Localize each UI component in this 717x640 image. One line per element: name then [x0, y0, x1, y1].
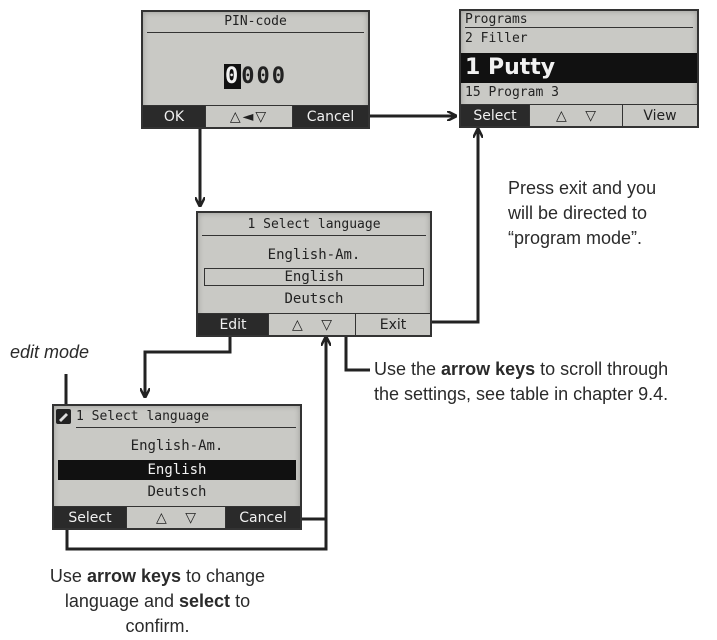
- cancel-button[interactable]: Cancel: [292, 106, 368, 127]
- change-language-bold-select: select: [179, 591, 231, 611]
- pin-digits: 000: [241, 64, 287, 89]
- arrow-exit-to-programs: [428, 130, 478, 324]
- arrow-keys-post: to scroll through the settings, see tabl…: [374, 359, 669, 404]
- view-button[interactable]: View: [622, 105, 697, 126]
- change-language-pre: Use: [49, 566, 87, 586]
- arrow-select-back-to-language: [65, 338, 326, 551]
- arrow-edit-to-edit-mode: [145, 333, 232, 396]
- language-option[interactable]: Deutsch: [147, 484, 207, 500]
- exit-annotation: Press exit and you will be directed to “…: [508, 178, 657, 248]
- exit-button[interactable]: Exit: [355, 314, 430, 335]
- change-language-annotation: Use arrow keys to change language and se…: [45, 564, 270, 639]
- arrow-keys-bold: arrow keys: [441, 359, 536, 379]
- ok-button[interactable]: OK: [143, 106, 205, 127]
- language-option-selected[interactable]: English: [58, 460, 296, 480]
- select-button[interactable]: Select: [461, 105, 529, 126]
- screen-title: 1 Select language: [76, 409, 296, 428]
- change-language-bold-arrow: arrow keys: [86, 566, 181, 586]
- language-option[interactable]: Deutsch: [284, 291, 344, 307]
- language-option[interactable]: English-Am.: [267, 247, 361, 263]
- pin-entry[interactable]: 0000: [143, 64, 368, 89]
- arrow-enter-keys[interactable]: △◄▽: [205, 106, 292, 127]
- edit-mode-icon: [56, 409, 71, 424]
- arrow-keys-pointer: [344, 336, 370, 372]
- softkey-bar: Edit △ ▽ Exit: [198, 313, 430, 335]
- programs-screen: Programs 2 Filler 1 Putty 15 Program 3 S…: [459, 9, 699, 128]
- change-language-post: to confirm.: [125, 591, 251, 636]
- cancel-button[interactable]: Cancel: [225, 507, 300, 528]
- arrow-keys[interactable]: △ ▽: [268, 314, 355, 335]
- pencil-icon: [59, 413, 68, 422]
- edit-button[interactable]: Edit: [198, 314, 268, 335]
- screen-title: PIN-code: [147, 14, 364, 33]
- softkey-bar: OK △◄▽ Cancel: [143, 105, 368, 127]
- select-language-screen: 1 Select language English-Am. English De…: [196, 211, 432, 337]
- language-option-selected[interactable]: English: [204, 268, 424, 286]
- softkey-bar: Select △ ▽ Cancel: [54, 506, 300, 528]
- program-item[interactable]: 2 Filler: [465, 31, 528, 46]
- language-option[interactable]: English-Am.: [130, 438, 224, 454]
- softkey-bar: Select △ ▽ View: [461, 104, 697, 126]
- select-button[interactable]: Select: [54, 507, 126, 528]
- arrow-keys[interactable]: △ ▽: [126, 507, 225, 528]
- program-item-selected[interactable]: 1 Putty: [461, 53, 697, 83]
- edit-mode-label: edit mode: [10, 342, 90, 362]
- arrow-keys-annotation: Use the arrow keys to scroll through the…: [374, 357, 674, 407]
- screen-title: Programs: [465, 12, 693, 28]
- edit-mode-language-screen: 1 Select language English-Am. English De…: [52, 404, 302, 530]
- change-language-mid: to change language and: [64, 566, 266, 611]
- screen-title: 1 Select language: [202, 217, 426, 236]
- program-item[interactable]: 15 Program 3: [465, 85, 559, 100]
- pin-cursor-digit[interactable]: 0: [224, 64, 242, 89]
- arrow-keys[interactable]: △ ▽: [529, 105, 622, 126]
- pin-code-screen: PIN-code 0000 OK △◄▽ Cancel: [141, 10, 370, 129]
- arrow-keys-pre: Use the: [374, 359, 442, 379]
